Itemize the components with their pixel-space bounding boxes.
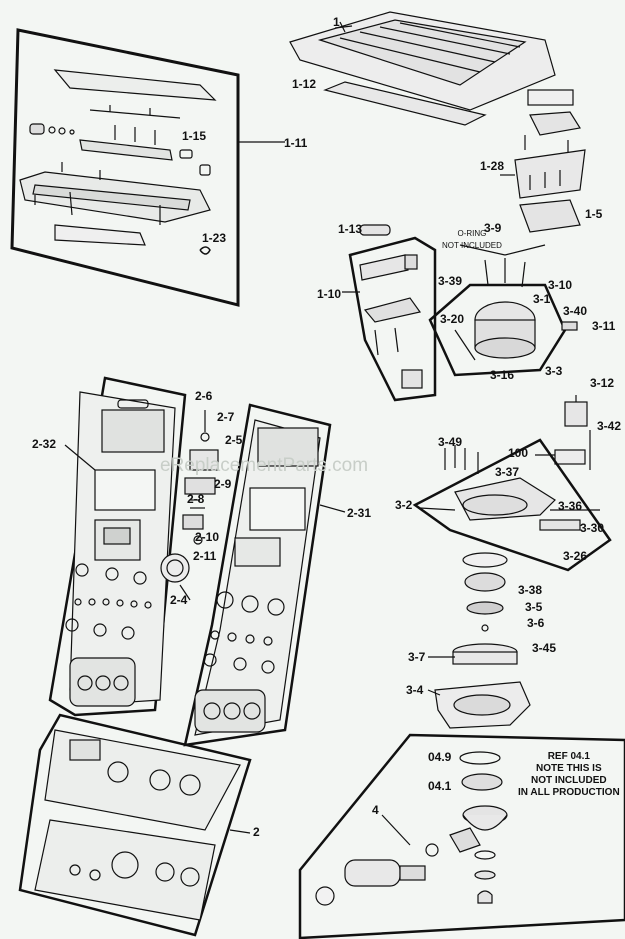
portafilter-group	[298, 733, 625, 939]
water-tank-group	[342, 224, 437, 402]
solenoid-group	[535, 395, 591, 470]
front-panel-group	[48, 376, 187, 717]
label-1: 1	[333, 15, 340, 29]
label-2-5: 2-5	[225, 433, 243, 447]
boiler-group	[428, 244, 578, 377]
label-100: 100	[508, 446, 529, 460]
leader-lines	[179, 21, 600, 696]
label-3-2: 3-2	[395, 498, 413, 512]
reference-note-line1: NOTE THIS IS	[536, 763, 602, 774]
label-3-12: 3-12	[590, 376, 615, 390]
label-2: 2	[253, 825, 260, 839]
label-3-40: 3-40	[563, 304, 588, 318]
label-1-28: 1-28	[480, 159, 505, 173]
watermark-text: eReplacementParts.com	[160, 455, 369, 476]
label-3-4: 3-4	[406, 683, 424, 697]
label-3-3: 3-3	[545, 364, 563, 378]
reference-note: REF 04.1 NOTE THIS IS NOT INCLUDED IN AL…	[518, 751, 620, 799]
reference-note-line2: NOT INCLUDED	[531, 775, 607, 786]
tray-assembly-group	[10, 28, 285, 307]
label-2-8: 2-8	[187, 492, 205, 506]
label-2-4: 2-4	[170, 593, 188, 607]
label-04-9: 04.9	[428, 750, 452, 764]
label-3-30: 3-30	[580, 521, 605, 535]
oring-note-line2: NOT INCLUDED	[442, 241, 502, 250]
switch-parts-group	[160, 410, 219, 583]
label-04-1: 04.1	[428, 779, 452, 793]
label-1-11: 1-11	[284, 136, 308, 150]
label-1-12: 1-12	[292, 77, 317, 91]
group-head-group	[412, 438, 612, 729]
label-3-38: 3-38	[518, 583, 543, 597]
label-4: 4	[372, 803, 379, 817]
reference-note-title: REF 04.1	[547, 751, 590, 762]
label-3-45: 3-45	[532, 641, 557, 655]
label-3-6: 3-6	[527, 616, 545, 630]
label-2-32: 2-32	[32, 437, 57, 451]
label-1-10: 1-10	[317, 287, 342, 301]
label-3-10: 3-10	[548, 278, 573, 292]
label-3-16: 3-16	[490, 368, 515, 382]
label-3-39: 3-39	[438, 274, 463, 288]
lower-panel-group	[18, 713, 252, 937]
label-3-36: 3-36	[558, 499, 583, 513]
label-3-20: 3-20	[440, 312, 465, 326]
label-2-7: 2-7	[217, 410, 235, 424]
label-3-11: 3-11	[592, 319, 616, 333]
oring-note: O-RING NOT INCLUDED	[442, 228, 502, 252]
label-1-5: 1-5	[585, 207, 603, 221]
top-cover-group	[289, 11, 586, 233]
label-3-9: 3-9	[484, 221, 502, 235]
label-1-23: 1-23	[202, 231, 227, 245]
label-3-49: 3-49	[438, 435, 463, 449]
label-3-1: 3-1	[533, 292, 551, 306]
rear-panel-group	[183, 403, 346, 747]
label-3-42: 3-42	[597, 419, 622, 433]
label-3-5: 3-5	[525, 600, 543, 614]
label-2-6: 2-6	[195, 389, 213, 403]
label-2-9: 2-9	[214, 477, 232, 491]
label-2-11: 2-11	[193, 549, 217, 563]
oring-note-line1: O-RING	[457, 229, 487, 238]
reference-note-line3: IN ALL PRODUCTION	[518, 787, 620, 798]
label-1-13: 1-13	[338, 222, 363, 236]
label-2-10: 2-10	[195, 530, 220, 544]
label-2-31: 2-31	[347, 506, 372, 520]
label-3-37: 3-37	[495, 465, 520, 479]
label-1-15: 1-15	[182, 129, 207, 143]
label-3-7: 3-7	[408, 650, 426, 664]
label-3-26: 3-26	[563, 549, 588, 563]
